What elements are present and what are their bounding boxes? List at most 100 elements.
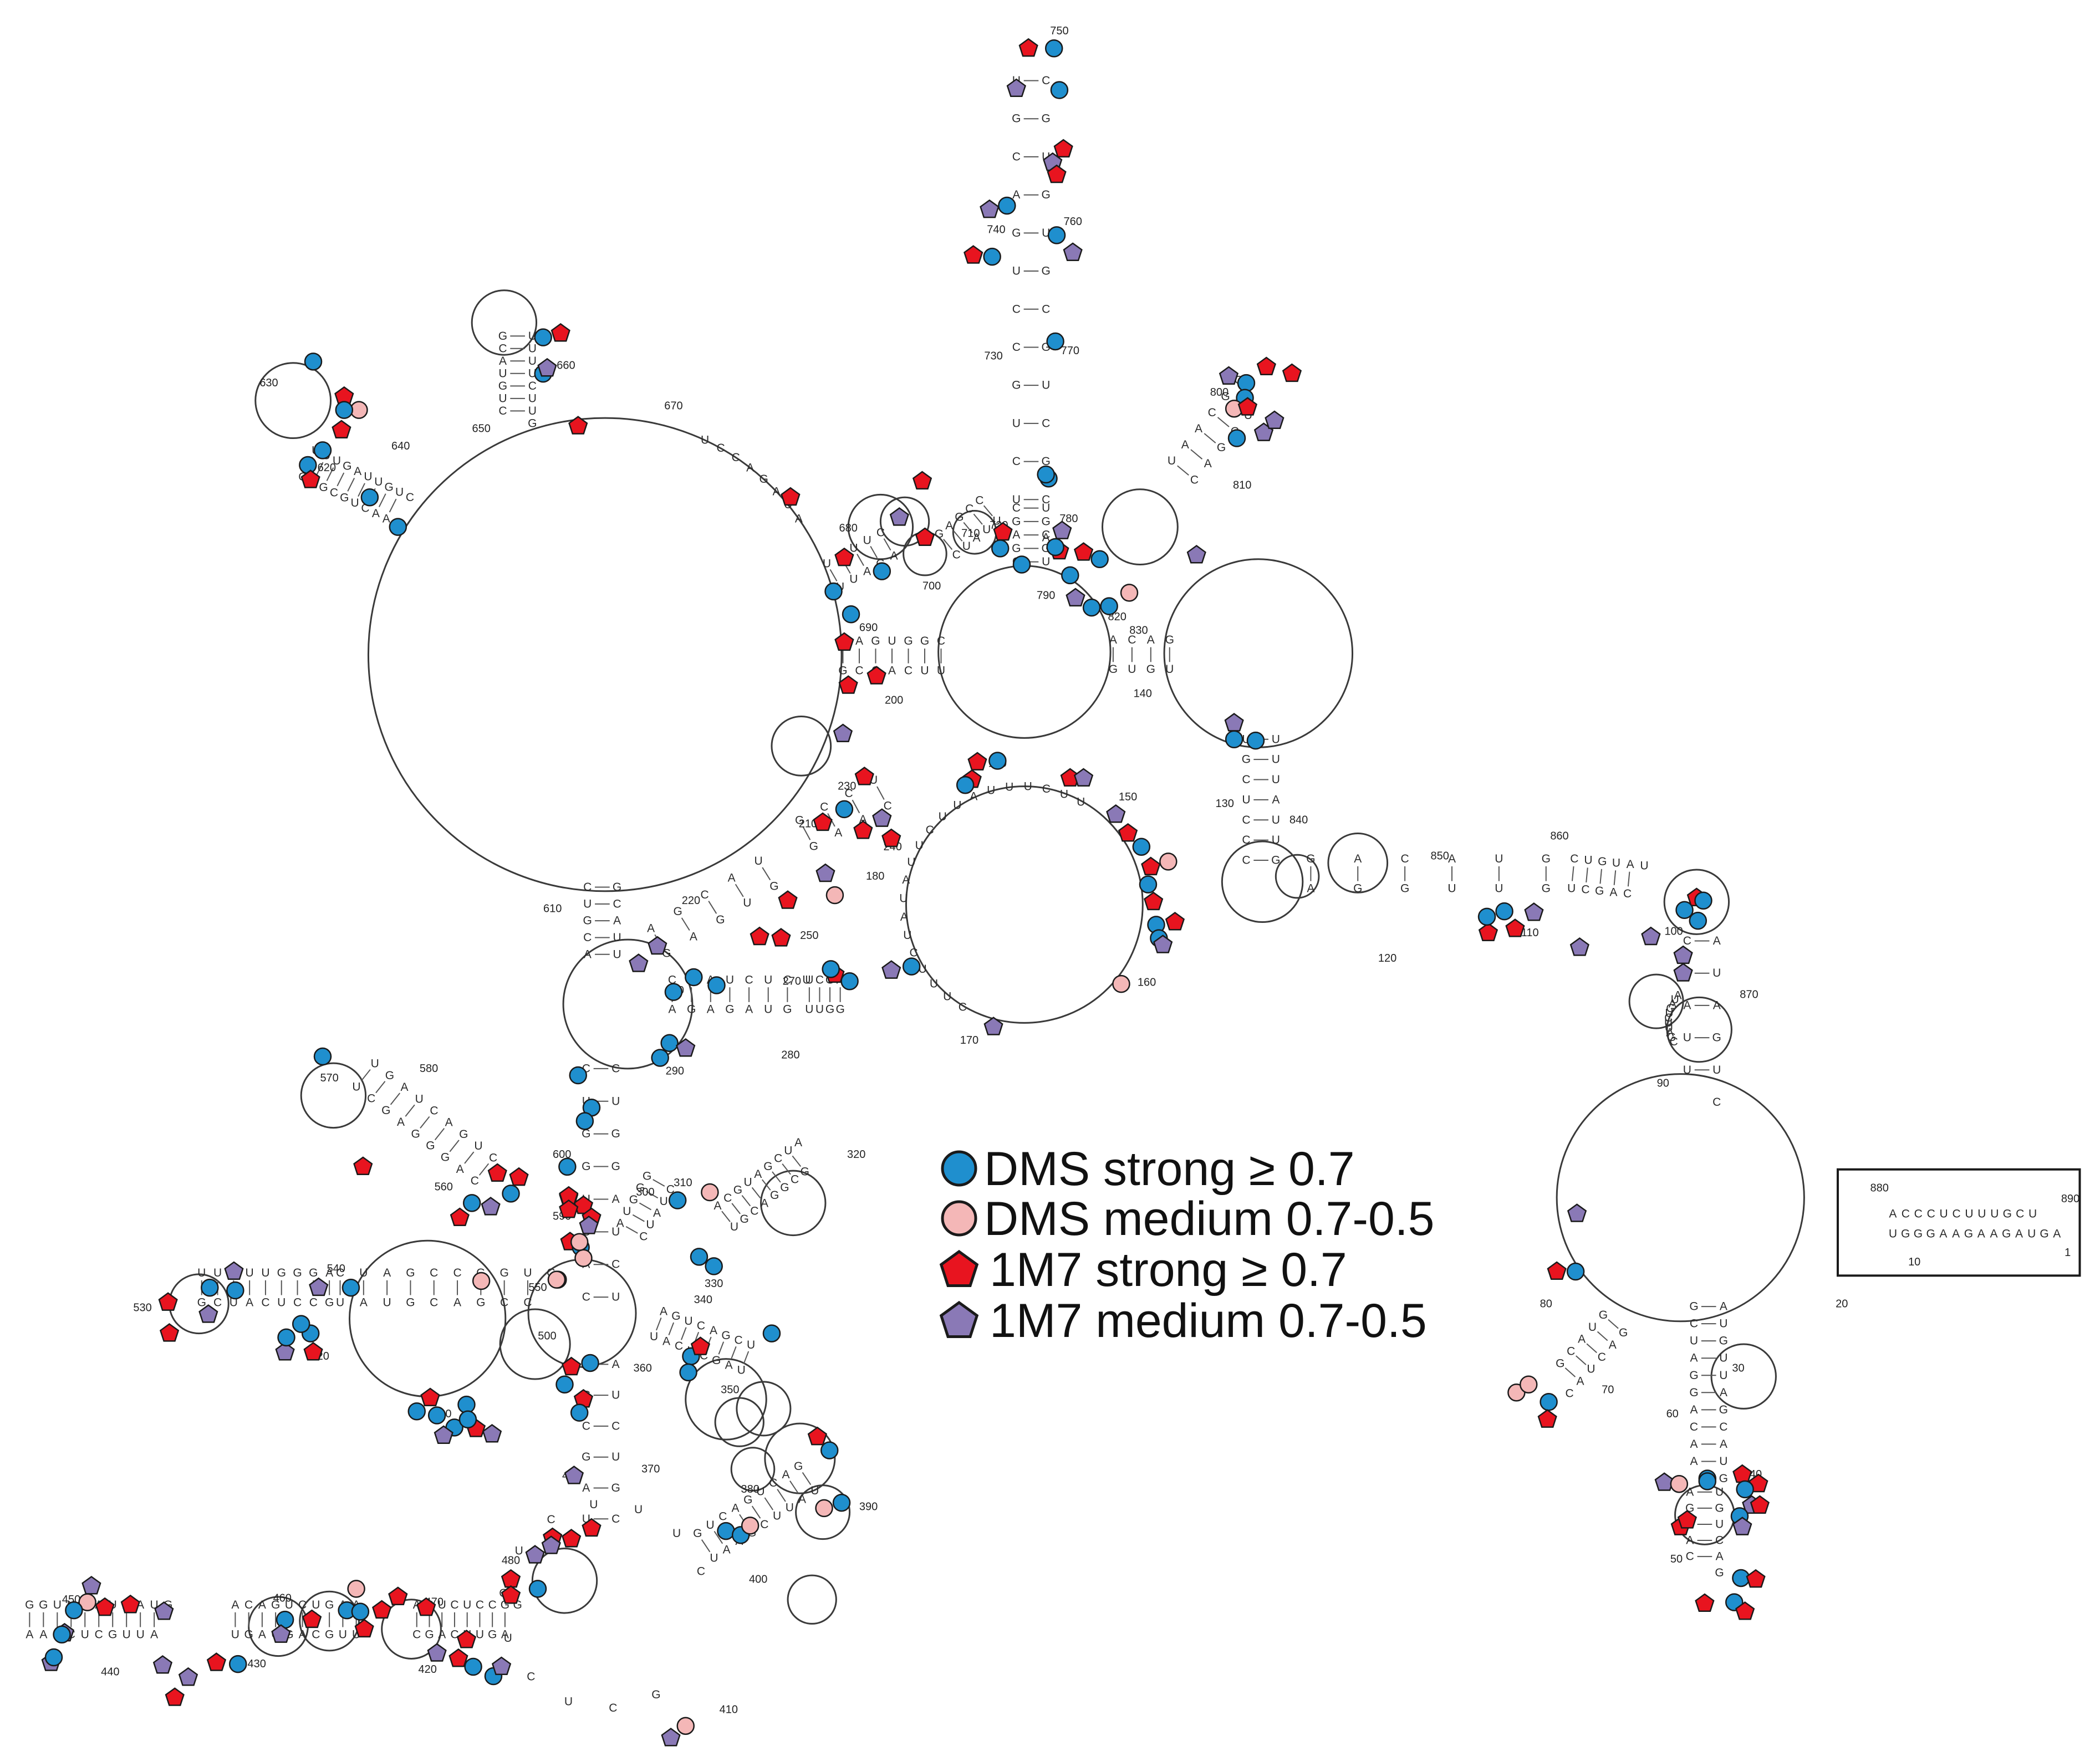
nucleotide: C [769, 1477, 777, 1489]
m7-strong-marker [509, 1167, 529, 1186]
m7-medium-marker [1153, 935, 1173, 953]
nucleotide: G [636, 1182, 645, 1195]
nucleotide: C [745, 973, 753, 986]
position-label: 100 [1664, 926, 1683, 938]
nucleotide: A [1448, 853, 1456, 865]
nucleotide: U [364, 470, 372, 483]
nucleotide: A [2053, 1228, 2061, 1241]
nucleotide: A [383, 1267, 391, 1279]
nucleotide: U [907, 856, 915, 869]
dms-strong-marker [292, 1315, 310, 1333]
m7-medium-marker [482, 1423, 502, 1443]
dms-strong-marker [534, 328, 552, 346]
nucleotide: A [1952, 1228, 1960, 1241]
m7-strong-marker [1282, 363, 1302, 382]
base-pair [464, 1151, 475, 1164]
nucleotide: U [476, 1628, 484, 1641]
nucleotide: C [1242, 834, 1250, 846]
dms-medium-marker [574, 1249, 593, 1268]
base-pair [731, 1346, 737, 1360]
nucleotide: A [660, 1305, 667, 1318]
m7-medium-marker [481, 1197, 501, 1216]
nucleotide: G [406, 1267, 415, 1279]
nucleotide: U [2027, 1228, 2036, 1241]
nucleotide: G [25, 1599, 34, 1611]
nucleotide: U [498, 367, 507, 380]
nucleotide: G [1914, 1228, 1923, 1241]
dms-strong-marker [228, 1655, 247, 1673]
m7-strong-marker [559, 1199, 579, 1218]
nucleotide: C [783, 973, 792, 986]
nucleotide: U [611, 1226, 620, 1238]
base-pair [943, 539, 953, 550]
dms-strong-marker [988, 752, 1007, 770]
dms-strong-marker [360, 488, 379, 507]
nucleotide: A [1720, 1300, 1727, 1313]
nucleotide: U [937, 665, 945, 677]
nucleotide: U [528, 392, 537, 405]
position-label: 530 [133, 1302, 151, 1314]
nucleotide: C [718, 1510, 727, 1523]
nucleotide: A [732, 1502, 740, 1515]
dms-strong-marker [651, 1049, 669, 1067]
dms-strong-marker [351, 1602, 370, 1621]
nucleotide: U [1612, 856, 1620, 869]
nucleotide: U [1005, 780, 1013, 793]
loop-10 [1663, 869, 1730, 935]
loop-16 [771, 716, 832, 777]
nucleotide: C [453, 1267, 461, 1279]
dms-strong-marker [707, 976, 726, 994]
position-label: 230 [838, 780, 856, 793]
position-label: 800 [1210, 386, 1229, 399]
nucleotide: A [1690, 1403, 1698, 1416]
legend-label: DMS medium 0.7-0.5 [984, 1192, 1435, 1245]
dms-strong-marker [65, 1601, 83, 1620]
nucleotide: C [1567, 1345, 1575, 1357]
base-pair [1190, 449, 1203, 460]
dms-strong-marker [1090, 550, 1109, 569]
m7-strong-marker [1118, 823, 1138, 842]
base-pair [625, 1226, 638, 1234]
nucleotide: A [945, 519, 953, 532]
dms-strong-marker [462, 1194, 481, 1212]
nucleotide: U [903, 929, 911, 942]
position-label: 410 [720, 1704, 738, 1716]
nucleotide: U [613, 931, 621, 944]
dms-strong-marker [1675, 901, 1694, 919]
nucleotide: A [710, 1324, 717, 1337]
position-label: 620 [318, 462, 336, 474]
helix-200: GAGUGGCUUCACCG [838, 635, 945, 677]
nucleotide: C [312, 1628, 320, 1641]
m7-medium-marker [1265, 410, 1285, 430]
legend-label: DMS strong ≥ 0.7 [984, 1142, 1355, 1196]
m7-strong-marker [1735, 1601, 1755, 1620]
base-pair [701, 1539, 711, 1553]
dms-strong-marker [335, 401, 354, 419]
dms-medium-marker [741, 1517, 760, 1535]
m7-medium-marker [661, 1727, 681, 1747]
nucleotide: U [755, 855, 763, 867]
nucleotide: G [498, 380, 507, 392]
nucleotide: G [582, 1160, 590, 1173]
nucleotide: A [863, 565, 871, 578]
m7-medium-marker [1106, 804, 1126, 823]
nucleotide: C [330, 486, 338, 499]
nucleotide: C [959, 1000, 967, 1013]
nucleotide: A [401, 1081, 409, 1094]
position-label: 340 [694, 1294, 712, 1306]
nucleotide: A [26, 1628, 33, 1641]
loop-6 [1221, 840, 1304, 923]
m7-strong-marker [372, 1600, 392, 1619]
base-pair [1177, 465, 1189, 476]
nucleotide: U [849, 542, 858, 554]
nucleotide: U [1990, 1207, 1999, 1220]
nucleotide: G [1271, 854, 1280, 867]
nucleotide: A [834, 826, 842, 839]
nucleotide: C [298, 1599, 307, 1611]
nucleotide: U [1965, 1207, 1973, 1220]
base-pair [772, 1171, 781, 1183]
dms-strong-marker [1012, 555, 1031, 574]
nucleotide: U [1640, 859, 1648, 872]
